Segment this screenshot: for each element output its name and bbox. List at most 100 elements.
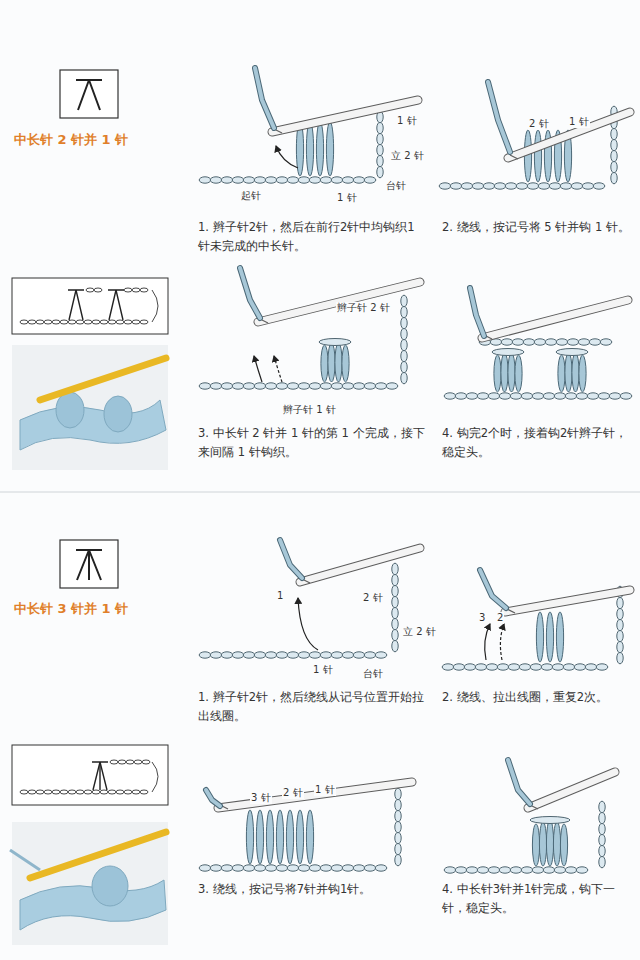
chart-chain bbox=[68, 320, 76, 324]
chart-chain bbox=[84, 320, 92, 324]
chain-stitch bbox=[611, 150, 617, 162]
chart-chain bbox=[60, 320, 68, 324]
chain-stitch bbox=[576, 393, 588, 399]
chain-stitch bbox=[243, 383, 255, 389]
chain-stitch bbox=[483, 183, 495, 189]
chain-stitch bbox=[617, 608, 623, 620]
direction-arrow bbox=[254, 356, 262, 382]
stitch-symbol bbox=[68, 290, 84, 320]
chain-stitch bbox=[565, 393, 577, 399]
chain-stitch bbox=[599, 801, 605, 813]
chain-stitch bbox=[538, 183, 550, 189]
chart-box bbox=[12, 745, 168, 805]
callout-label: 2 针 bbox=[282, 787, 304, 799]
chain-stitch bbox=[221, 865, 233, 871]
chain-stitch bbox=[309, 383, 321, 389]
callout-label: 立 2 针 bbox=[402, 626, 437, 638]
chain-stitch bbox=[549, 183, 561, 189]
chain-stitch bbox=[556, 339, 568, 345]
chart-chain bbox=[44, 790, 52, 794]
chart-chain bbox=[116, 320, 124, 324]
step-caption: 3. 绕线，按记号将7针并钩1针。 bbox=[198, 880, 426, 899]
photo-yarn bbox=[104, 396, 132, 432]
chain-stitch bbox=[617, 641, 623, 653]
chain-stitch bbox=[298, 865, 310, 871]
chain-stitch bbox=[611, 172, 617, 184]
crochet-hook bbox=[528, 772, 615, 808]
chain-stitch bbox=[199, 177, 211, 183]
chain-stitch bbox=[287, 177, 299, 183]
chain-stitch bbox=[243, 177, 255, 183]
chain-stitch bbox=[552, 664, 564, 670]
chain-stitch bbox=[353, 177, 365, 183]
chain-stitch bbox=[617, 652, 623, 664]
chain-stitch bbox=[254, 865, 266, 871]
chain-stitch bbox=[521, 867, 533, 873]
yarn-loop bbox=[286, 810, 293, 864]
chain-stitch bbox=[461, 183, 473, 189]
chain-stitch bbox=[298, 177, 310, 183]
crochet-hook bbox=[300, 548, 420, 582]
chain-stitch bbox=[331, 865, 343, 871]
chain-stitch bbox=[578, 339, 590, 345]
chain-stitch bbox=[543, 393, 555, 399]
chart-chain bbox=[28, 320, 36, 324]
chain-stitch bbox=[534, 339, 546, 345]
chain-stitch bbox=[523, 339, 535, 345]
chain-stitch bbox=[477, 393, 489, 399]
chain-stitch bbox=[232, 177, 244, 183]
chain-stitch bbox=[401, 339, 407, 351]
chart-chain bbox=[118, 760, 126, 764]
chart-chain bbox=[140, 320, 148, 324]
chain-stitch bbox=[221, 652, 233, 658]
yarn-loop bbox=[508, 353, 515, 392]
yarn-loop bbox=[326, 122, 333, 176]
chain-stitch bbox=[611, 161, 617, 173]
callout-label: 立 2 针 bbox=[390, 150, 425, 162]
chain-stitch bbox=[331, 383, 343, 389]
chain-stitch bbox=[541, 664, 553, 670]
chain-stitch bbox=[243, 652, 255, 658]
chain-stitch bbox=[401, 372, 407, 384]
chain-stitch bbox=[599, 856, 605, 868]
chain-stitch bbox=[501, 339, 513, 345]
chain-stitch bbox=[530, 664, 542, 670]
chain-stitch bbox=[497, 664, 509, 670]
chain-stitch bbox=[600, 339, 612, 345]
yarn-loop bbox=[556, 612, 563, 662]
chain-stitch bbox=[510, 867, 522, 873]
chain-stitch bbox=[353, 652, 365, 658]
yarn-loop bbox=[501, 353, 508, 392]
yarn-loop bbox=[579, 355, 586, 392]
chart-chain bbox=[36, 320, 44, 324]
chain-stitch bbox=[199, 652, 211, 658]
chain-stitch bbox=[320, 652, 332, 658]
chain-stitch bbox=[472, 183, 484, 189]
yarn bbox=[255, 68, 274, 128]
callout-label: 1 针 bbox=[396, 115, 418, 127]
yarn-loop bbox=[565, 353, 572, 392]
chain-stitch bbox=[512, 339, 524, 345]
yarn-loop bbox=[276, 810, 283, 864]
chart-chain bbox=[124, 320, 132, 324]
chain-stitch bbox=[395, 843, 401, 855]
chart-chain bbox=[52, 790, 60, 794]
crochet-hook bbox=[482, 300, 628, 338]
crochet-hook bbox=[508, 112, 630, 158]
chain-stitch bbox=[342, 652, 354, 658]
chain-stitch bbox=[395, 788, 401, 800]
yarn-loop bbox=[536, 612, 543, 662]
chain-stitch bbox=[392, 585, 398, 597]
chart-chain bbox=[60, 790, 68, 794]
chart-chain bbox=[92, 320, 100, 324]
chain-stitch bbox=[353, 383, 365, 389]
symbol-box bbox=[60, 540, 118, 588]
yarn-loop bbox=[494, 355, 501, 392]
symbol-box bbox=[60, 70, 118, 118]
callout-label: 起针 bbox=[240, 190, 262, 202]
chain-stitch bbox=[444, 393, 456, 399]
chart-chain bbox=[92, 790, 100, 794]
chain-stitch bbox=[377, 144, 383, 156]
yarn-loop bbox=[306, 810, 313, 864]
chain-stitch bbox=[401, 350, 407, 362]
